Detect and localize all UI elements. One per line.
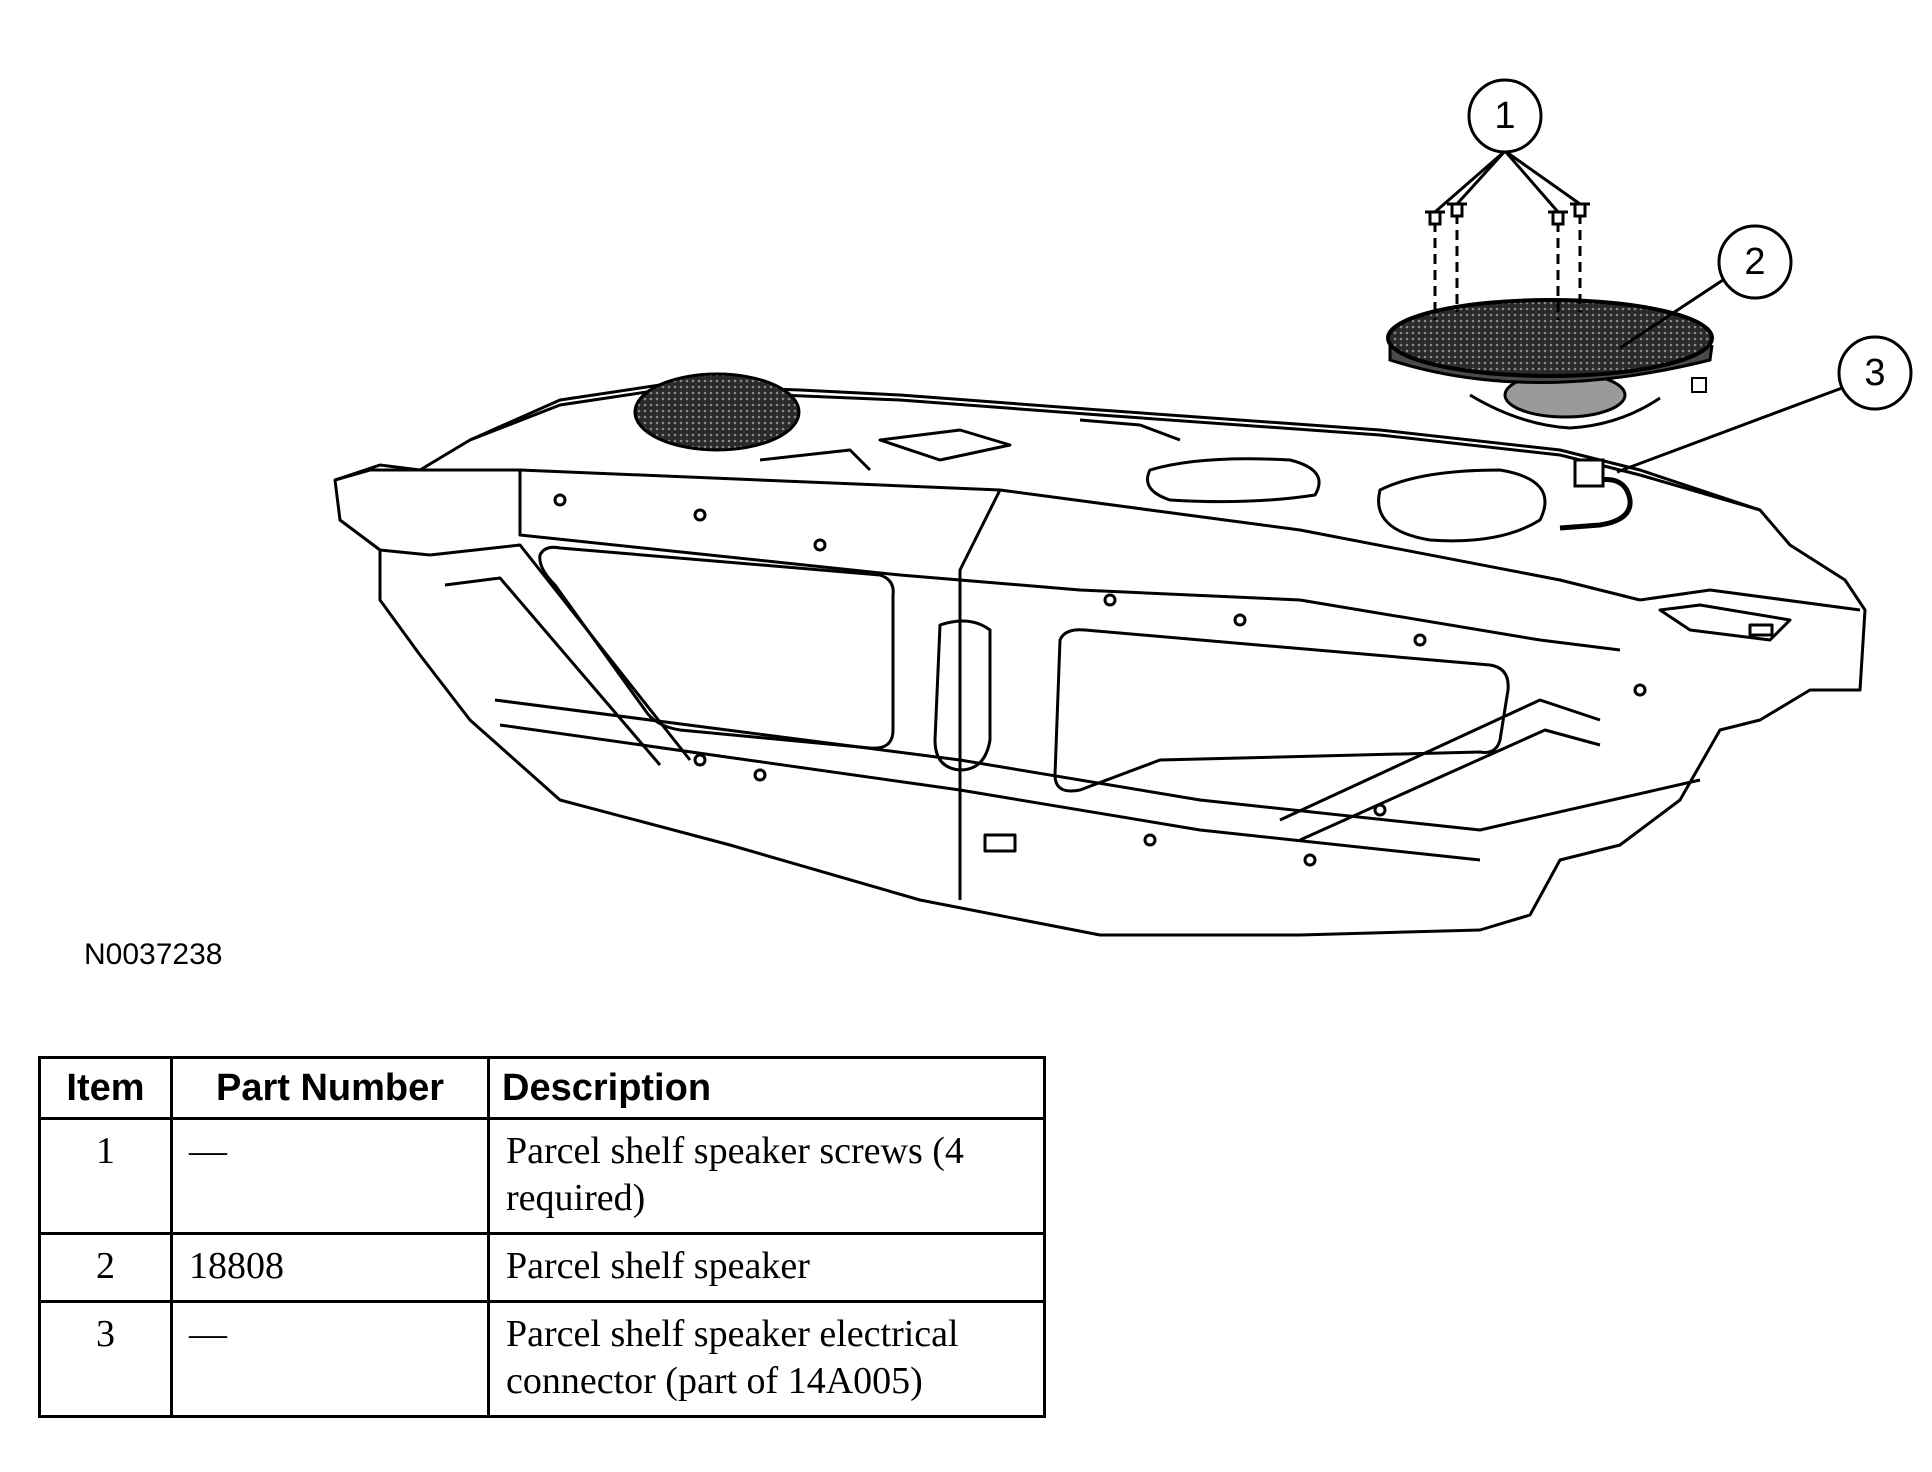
- parcel-shelf-illustration: 1 2 3: [333, 78, 1913, 937]
- callout-leaders: [1434, 149, 1843, 474]
- svg-text:2: 2: [1744, 241, 1765, 283]
- table-header-row: Item Part Number Description: [38, 1056, 1046, 1120]
- figure-id: N0037238: [84, 938, 223, 971]
- description-cell: Parcel shelf speaker screws (4 required): [487, 1117, 1046, 1235]
- svg-text:3: 3: [1864, 352, 1885, 394]
- installed-speaker-grille: [633, 372, 801, 452]
- parcel-shelf-panel: [333, 383, 1867, 937]
- item-cell: 2: [38, 1232, 173, 1303]
- callout-1: 1: [1467, 78, 1543, 154]
- header-part-number: Part Number: [170, 1056, 490, 1120]
- part-number-cell: 18808: [170, 1232, 490, 1303]
- header-item: Item: [38, 1056, 173, 1120]
- electrical-connector: [1559, 458, 1633, 531]
- header-description: Description: [487, 1056, 1046, 1120]
- item-cell: 3: [38, 1300, 173, 1418]
- speaker-assembly: [1386, 298, 1714, 430]
- parts-table: Item Part Number Description 1 — Parcel …: [38, 1056, 1046, 1418]
- table-row: 3 — Parcel shelf speaker electrical conn…: [38, 1300, 1046, 1418]
- table-row: 2 18808 Parcel shelf speaker: [38, 1232, 1046, 1303]
- item-cell: 1: [38, 1117, 173, 1235]
- part-number-cell: —: [170, 1300, 490, 1418]
- speaker-screws: [1425, 202, 1590, 320]
- callout-2: 2: [1717, 224, 1793, 300]
- description-cell: Parcel shelf speaker electrical connecto…: [487, 1300, 1046, 1418]
- part-number-cell: —: [170, 1117, 490, 1235]
- description-cell: Parcel shelf speaker: [487, 1232, 1046, 1303]
- svg-text:1: 1: [1494, 95, 1515, 137]
- table-row: 1 — Parcel shelf speaker screws (4 requi…: [38, 1117, 1046, 1235]
- callout-3: 3: [1837, 335, 1913, 411]
